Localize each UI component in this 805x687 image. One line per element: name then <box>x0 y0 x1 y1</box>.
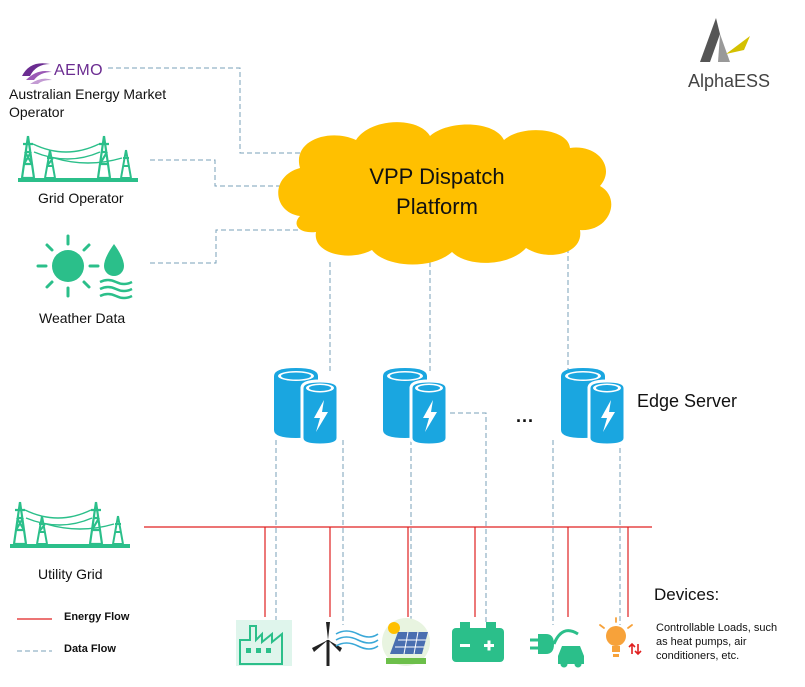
edge-server-label: Edge Server <box>637 391 738 411</box>
weather-water-icon <box>99 244 133 300</box>
alphaess-logo-prefix: Alpha <box>688 71 735 91</box>
data-line-grid-operator <box>150 159 292 187</box>
heat-pump-icon <box>599 617 642 657</box>
battery-icon <box>452 622 504 662</box>
data-line-weather <box>150 229 300 264</box>
legend-energy-label: Energy Flow <box>64 611 130 623</box>
data-line-aemo <box>108 67 312 154</box>
wind-turbine-icon <box>312 622 379 666</box>
weather-sun-icon <box>36 234 100 298</box>
grid-operator-label: Grid Operator <box>38 190 124 206</box>
grid-operator-tower-icon <box>16 134 140 184</box>
alphaess-logo-suffix: ESS <box>734 71 771 91</box>
edge-server-1 <box>272 366 340 447</box>
weather-data-label: Weather Data <box>39 310 126 326</box>
devices-desc-line3: conditioners, etc. <box>656 650 740 662</box>
utility-grid-label: Utility Grid <box>38 566 103 582</box>
more-servers-ellipsis: ... <box>516 406 535 426</box>
devices-title: Devices: <box>654 585 720 604</box>
aemo-logo-icon <box>22 63 52 84</box>
devices-desc-line1: Controllable Loads, such <box>656 622 778 634</box>
edge-server-2 <box>381 366 449 447</box>
alphaess-logo-icon <box>700 18 750 62</box>
platform-label-line1: VPP Dispatch <box>369 164 505 189</box>
utility-grid-tower-icon <box>8 500 132 550</box>
alphaess-logo-text: AlphaESS <box>688 71 770 92</box>
devices-desc-line2: as heat pumps, air <box>656 636 747 648</box>
edge-server-3 <box>559 366 627 447</box>
legend-data-label: Data Flow <box>64 643 116 655</box>
ev-charger-icon <box>530 629 584 668</box>
aemo-logo-text: AEMO <box>54 62 104 79</box>
aemo-label-line1: Australian Energy Market <box>9 86 167 102</box>
data-line-s2-b <box>450 412 487 625</box>
platform-label-line2: Platform <box>396 194 478 219</box>
solar-panel-icon <box>382 618 430 666</box>
factory-icon <box>236 620 292 666</box>
vpp-cloud <box>278 122 612 265</box>
energy-flow-lines <box>17 526 652 620</box>
aemo-label-line2: Operator <box>9 104 65 120</box>
data-flow-lines <box>17 67 621 652</box>
